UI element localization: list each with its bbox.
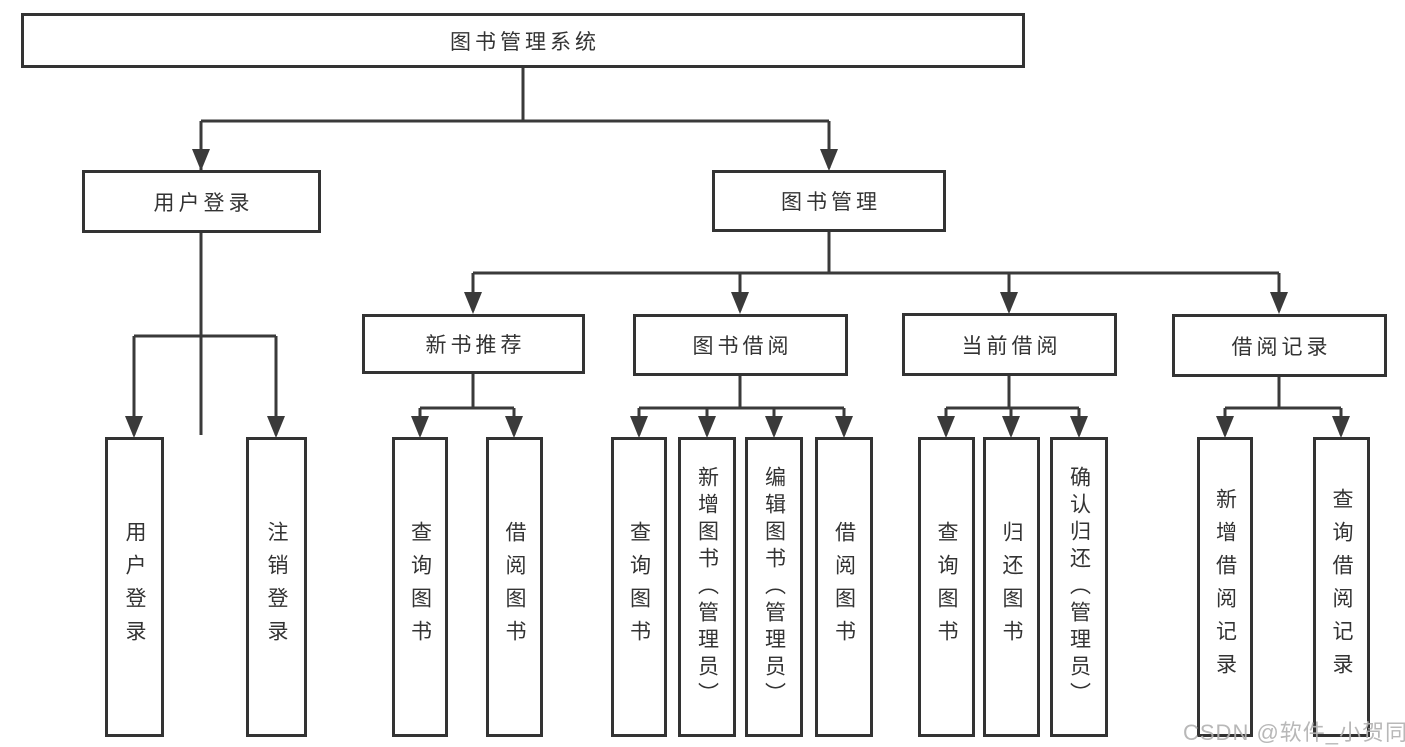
node-user-login: 用户登录 <box>82 170 321 233</box>
leaf-add-borrow-record: 新增借阅记录 <box>1197 437 1253 737</box>
leaf-confirm-return-admin-label: 确认归还（管理员） <box>1067 465 1091 709</box>
leaf-borrow-books-2-label: 借阅图书 <box>832 521 856 653</box>
node-book-management-label: 图书管理 <box>781 191 881 214</box>
leaf-add-borrow-record-label: 新增借阅记录 <box>1213 488 1237 686</box>
connector-book-management-branch <box>471 232 1281 311</box>
leaf-edit-books-admin-label: 编辑图书（管理员） <box>762 465 786 709</box>
leaf-user-login-label: 用户登录 <box>123 521 146 653</box>
node-current-borrow: 当前借阅 <box>902 313 1117 376</box>
node-new-book-recommend: 新书推荐 <box>362 314 585 374</box>
leaf-return-books: 归还图书 <box>983 437 1040 737</box>
connector-user-login-branch <box>132 233 278 435</box>
node-current-borrow-label: 当前借阅 <box>961 334 1062 358</box>
connector-book-borrow-branch <box>637 376 846 435</box>
leaf-add-books-admin-label: 新增图书（管理员） <box>695 465 719 709</box>
leaf-borrow-books-1-label: 借阅图书 <box>503 521 526 653</box>
node-user-login-label: 用户登录 <box>153 191 254 215</box>
leaf-confirm-return-admin: 确认归还（管理员） <box>1050 437 1108 737</box>
connector-root-to-level2 <box>199 68 831 435</box>
node-book-borrow: 图书借阅 <box>633 314 848 376</box>
node-root-system-label: 图书管理系统 <box>450 30 600 54</box>
leaf-query-books-2-label: 查询图书 <box>627 521 651 653</box>
node-book-management: 图书管理 <box>712 170 946 232</box>
leaf-edit-books-admin: 编辑图书（管理员） <box>745 437 803 737</box>
leaf-query-books-3: 查询图书 <box>918 437 975 737</box>
csdn-watermark: CSDN @软件_小贺同学 <box>1183 720 1405 745</box>
node-borrow-records-label: 借阅记录 <box>1231 335 1332 359</box>
leaf-logout-label: 注销登录 <box>265 521 288 653</box>
leaf-query-borrow-record: 查询借阅记录 <box>1313 437 1370 737</box>
leaf-user-login: 用户登录 <box>105 437 164 737</box>
leaf-borrow-books-1: 借阅图书 <box>486 437 543 737</box>
leaf-query-books-3-label: 查询图书 <box>935 521 958 653</box>
leaf-add-books-admin: 新增图书（管理员） <box>678 437 736 737</box>
leaf-borrow-books-2: 借阅图书 <box>815 437 873 737</box>
leaf-query-borrow-record-label: 查询借阅记录 <box>1330 488 1353 686</box>
leaf-query-books-1: 查询图书 <box>392 437 448 737</box>
node-book-borrow-label: 图书借阅 <box>692 335 793 358</box>
leaf-query-books-2: 查询图书 <box>611 437 667 737</box>
connector-borrow-records-branch <box>1223 377 1343 435</box>
arrowheads <box>125 149 1350 438</box>
node-new-book-recommend-label: 新书推荐 <box>425 334 526 357</box>
leaf-query-books-1-label: 查询图书 <box>408 521 432 653</box>
connector-new-book-recommend-branch <box>418 374 516 435</box>
node-borrow-records: 借阅记录 <box>1172 314 1387 377</box>
leaf-logout: 注销登录 <box>246 437 307 737</box>
leaf-return-books-label: 归还图书 <box>1000 521 1023 653</box>
connector-root-branch <box>199 68 831 168</box>
node-root-system: 图书管理系统 <box>21 13 1025 68</box>
